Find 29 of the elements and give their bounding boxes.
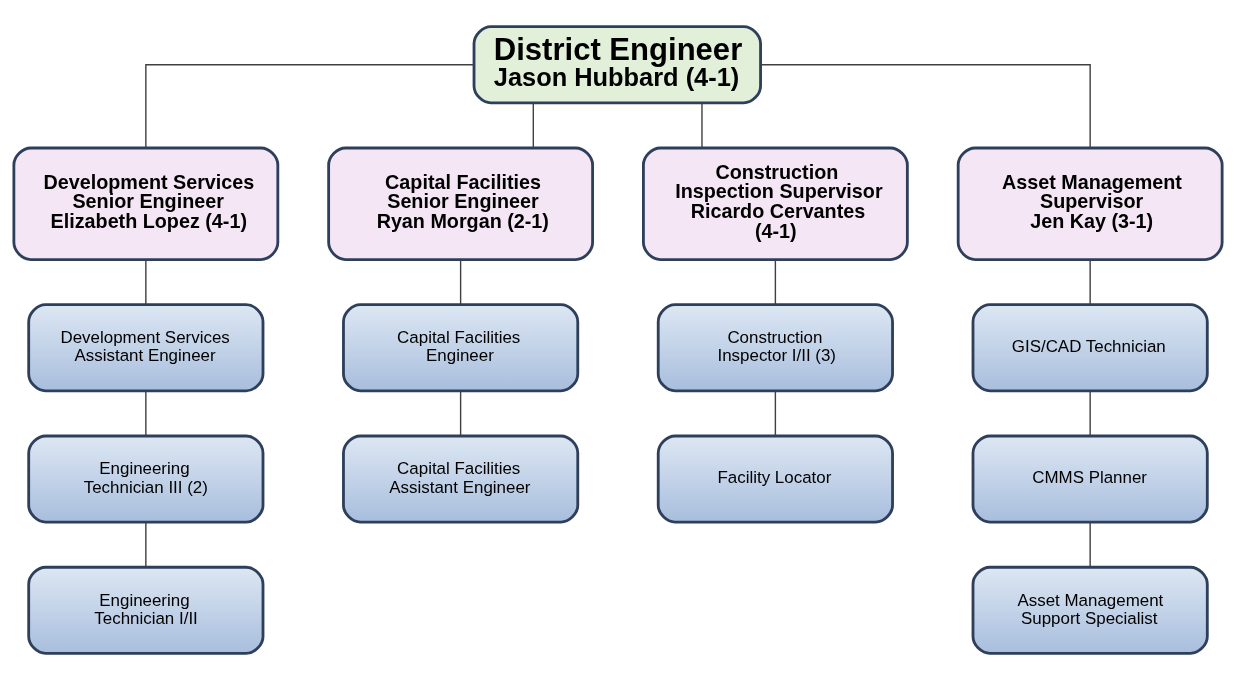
connector bbox=[1089, 389, 1091, 436]
connector bbox=[1089, 521, 1091, 568]
node-box: Construction Inspection Supervisor Ricardo Cervantes (4-1) bbox=[642, 146, 909, 261]
connector bbox=[760, 63, 1091, 148]
connector bbox=[459, 389, 462, 436]
connector bbox=[145, 258, 147, 305]
node-box: Facility Locator bbox=[656, 434, 894, 523]
node-box: Engineering Technician III (2) bbox=[27, 434, 265, 523]
connector bbox=[459, 258, 462, 305]
connector bbox=[532, 101, 534, 149]
node-box: Capital Facilities Senior Engineer Ryan Morgan (2-1) bbox=[327, 146, 594, 261]
node-box: GIS/CAD Technician bbox=[971, 302, 1209, 392]
node-box: Development Services Senior Engineer Elizabeth Lopez (4-1) bbox=[12, 146, 280, 261]
connector bbox=[701, 101, 703, 149]
connector bbox=[145, 63, 475, 148]
connector bbox=[774, 389, 777, 436]
node-box: Development Services Assistant Engineer bbox=[27, 302, 265, 392]
node-box: Construction Inspector I/II (3) bbox=[656, 302, 894, 392]
node-box: Engineering Technician I/II bbox=[27, 565, 265, 655]
node-box: Capital Facilities Assistant Engineer bbox=[342, 434, 580, 523]
connector bbox=[145, 389, 147, 436]
node-box: District Engineer Jason Hubbard (4-1) bbox=[472, 24, 762, 104]
node-box: Asset Management Supervisor Jen Kay (3-1) bbox=[956, 146, 1224, 261]
connector bbox=[1089, 258, 1091, 305]
connector bbox=[774, 258, 777, 305]
node-box: CMMS Planner bbox=[971, 434, 1209, 523]
connector bbox=[145, 521, 147, 568]
node-box: Capital Facilities Engineer bbox=[342, 302, 580, 392]
node-box: Asset Management Support Specialist bbox=[971, 565, 1209, 655]
